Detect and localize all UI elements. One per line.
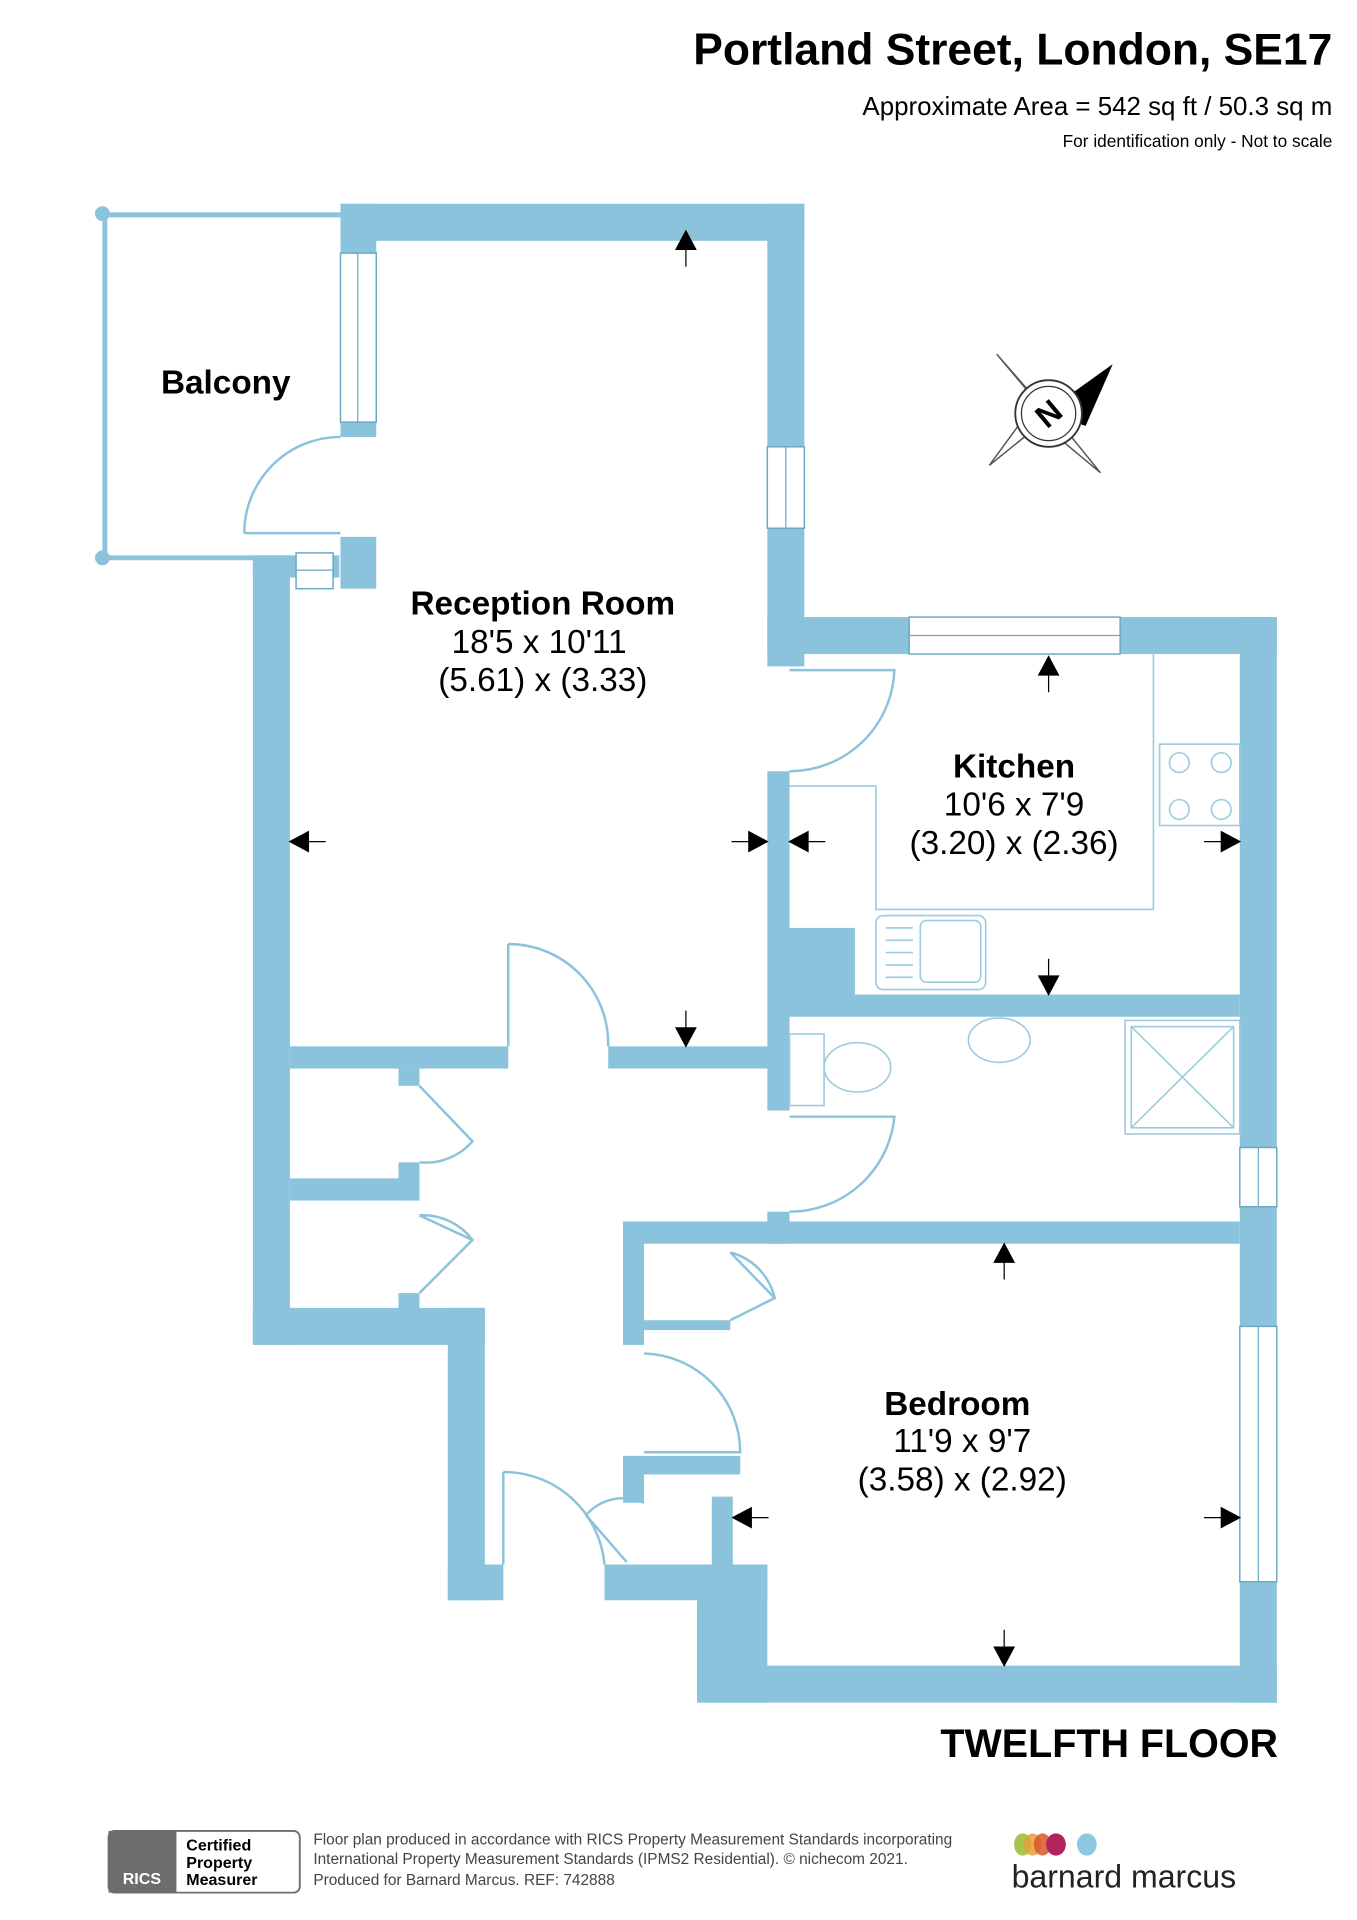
footer-note-1: Floor plan produced in accordance with R… (313, 1832, 952, 1849)
walls (252, 203, 1277, 1703)
area-text: Approximate Area = 542 sq ft / 50.3 sq m (862, 93, 1332, 121)
rics-badge: RICS Certified Property Measurer (107, 1830, 301, 1894)
kitchen-fixtures (789, 654, 1241, 991)
balcony-railing (94, 206, 341, 566)
room-dims-bedroom-imperial: 11'9 x 9'7 (893, 1423, 1031, 1460)
footer-note-3: Produced for Barnard Marcus. REF: 742888 (313, 1872, 614, 1889)
room-name-balcony: Balcony (161, 365, 291, 402)
room-dims-reception-metric: (5.61) x (3.33) (438, 662, 647, 699)
compass-icon: N (988, 353, 1113, 474)
floor-label: TWELFTH FLOOR (940, 1722, 1278, 1766)
room-dims-kitchen-imperial: 10'6 x 7'9 (944, 787, 1084, 824)
page-title: Portland Street, London, SE17 (693, 25, 1332, 74)
cert-line-3: Measurer (186, 1871, 257, 1889)
room-name-reception: Reception Room (411, 586, 676, 623)
barnard-marcus-logo: barnard marcus (1012, 1833, 1237, 1895)
cert-line-1: Certified (186, 1837, 251, 1855)
rics-text: RICS (123, 1870, 162, 1888)
room-dims-bedroom-metric: (3.58) x (2.92) (858, 1461, 1067, 1498)
room-name-bedroom: Bedroom (884, 1386, 1030, 1423)
disclaimer-text: For identification only - Not to scale (1063, 131, 1333, 151)
footer-note-2: International Property Measurement Stand… (313, 1851, 908, 1868)
room-dims-kitchen-metric: (3.20) x (2.36) (909, 825, 1118, 862)
doors (243, 435, 896, 1565)
dimension-arrows (288, 229, 1242, 1667)
room-name-kitchen: Kitchen (953, 748, 1075, 785)
bathroom-fixtures (788, 1017, 1241, 1135)
windows (295, 252, 1278, 1583)
room-dims-reception-imperial: 18'5 x 10'11 (452, 624, 627, 661)
brand-name: barnard marcus (1012, 1859, 1237, 1895)
cert-line-2: Property (186, 1854, 252, 1872)
